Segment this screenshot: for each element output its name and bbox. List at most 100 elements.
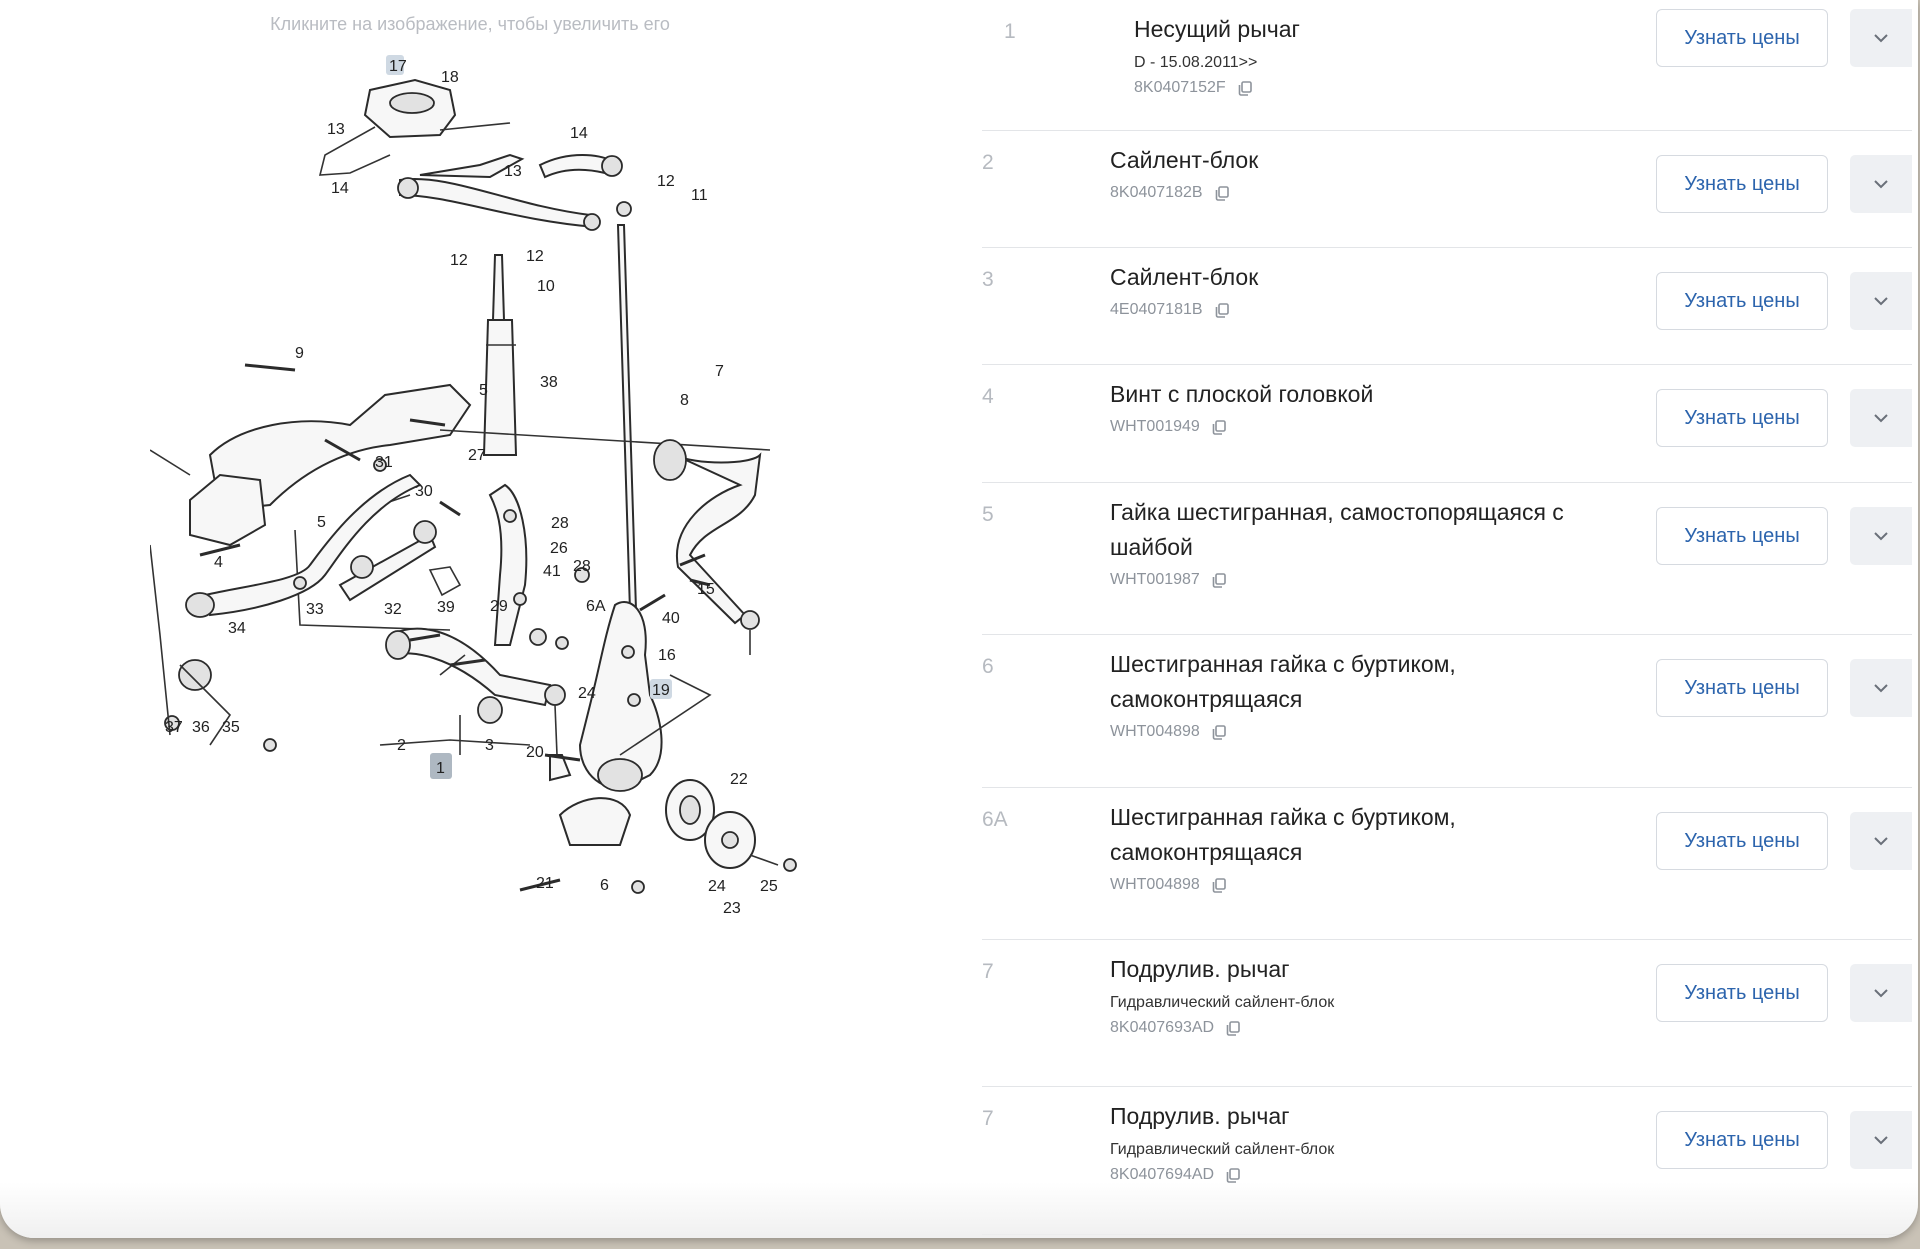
part-position: 3	[982, 268, 994, 291]
svg-text:13: 13	[327, 121, 345, 138]
part-name: Подрулив. рычаг	[1110, 1103, 1290, 1129]
expand-button[interactable]	[1850, 272, 1912, 330]
svg-text:12: 12	[450, 252, 468, 269]
get-prices-button[interactable]: Узнать цены	[1656, 389, 1828, 447]
svg-text:36: 36	[192, 719, 210, 736]
part-code: WHT001949	[1110, 418, 1200, 435]
svg-text:41: 41	[543, 563, 561, 580]
svg-text:7: 7	[715, 363, 724, 380]
copy-icon[interactable]	[1212, 419, 1226, 435]
part-name: Сайлент-блок	[1110, 264, 1259, 290]
copy-icon[interactable]	[1215, 302, 1229, 318]
part-info: Шестигранная гайка с буртиком, самоконтр…	[1110, 647, 1610, 741]
svg-text:38: 38	[540, 374, 558, 391]
svg-text:14: 14	[331, 180, 349, 197]
part-info: Шестигранная гайка с буртиком, самоконтр…	[1110, 800, 1610, 894]
get-prices-button[interactable]: Узнать цены	[1656, 507, 1828, 565]
get-prices-button[interactable]: Узнать цены	[1656, 659, 1828, 717]
svg-text:25: 25	[760, 878, 778, 895]
svg-text:21: 21	[536, 875, 554, 892]
svg-text:26: 26	[550, 540, 568, 557]
suspension-diagram[interactable]: 17 18 13 14 13 14 12 11 12 12 10 9 5 38 …	[150, 55, 800, 930]
svg-text:22: 22	[730, 771, 748, 788]
copy-icon[interactable]	[1212, 724, 1226, 740]
svg-text:31: 31	[375, 454, 393, 471]
svg-text:13: 13	[504, 163, 522, 180]
svg-text:15: 15	[697, 581, 715, 598]
svg-text:9: 9	[295, 345, 304, 362]
get-prices-button[interactable]: Узнать цены	[1656, 812, 1828, 870]
copy-icon[interactable]	[1212, 572, 1226, 588]
svg-text:29: 29	[490, 598, 508, 615]
svg-text:27: 27	[468, 447, 486, 464]
expand-button[interactable]	[1850, 1111, 1912, 1169]
copy-icon[interactable]	[1226, 1020, 1240, 1036]
svg-text:20: 20	[526, 744, 544, 761]
svg-text:17: 17	[389, 58, 407, 75]
svg-text:5: 5	[317, 514, 326, 531]
copy-icon[interactable]	[1212, 877, 1226, 893]
part-row: 7 Подрулив. рычаг Гидравлический сайлент…	[982, 1087, 1912, 1235]
part-name: Несущий рычаг	[1134, 16, 1300, 42]
part-name: Шестигранная гайка с буртиком, самоконтр…	[1110, 651, 1456, 712]
svg-text:1: 1	[436, 760, 445, 777]
svg-text:14: 14	[570, 125, 588, 142]
part-note: Гидравлический сайлент-блок	[1110, 1141, 1335, 1158]
part-name: Подрулив. рычаг	[1110, 956, 1290, 982]
svg-text:37: 37	[165, 719, 183, 736]
svg-text:8: 8	[680, 392, 689, 409]
copy-icon[interactable]	[1226, 1167, 1240, 1183]
svg-text:12: 12	[526, 248, 544, 265]
part-position: 2	[982, 151, 994, 174]
part-code: WHT004898	[1110, 723, 1200, 740]
svg-text:19: 19	[652, 682, 670, 699]
part-code: 8K0407182B	[1110, 184, 1203, 201]
get-prices-button[interactable]: Узнать цены	[1656, 155, 1828, 213]
part-name: Гайка шестигранная, самостопорящаяся с ш…	[1110, 499, 1564, 560]
chevron-down-icon	[1850, 33, 1912, 43]
svg-text:16: 16	[658, 647, 676, 664]
part-info: Несущий рычаг D - 15.08.2011>> 8K0407152…	[1134, 12, 1634, 97]
expand-button[interactable]	[1850, 155, 1912, 213]
part-name: Шестигранная гайка с буртиком, самоконтр…	[1110, 804, 1456, 865]
copy-icon[interactable]	[1215, 185, 1229, 201]
part-info: Сайлент-блок 4E0407181B	[1110, 260, 1610, 319]
svg-text:11: 11	[691, 187, 708, 204]
part-row: 4 Винт с плоской головкой WHT001949 Узна…	[982, 365, 1912, 483]
svg-text:30: 30	[415, 483, 433, 500]
svg-text:33: 33	[306, 601, 324, 618]
svg-text:3: 3	[485, 737, 494, 754]
diagram-panel: Кликните на изображение, чтобы увеличить…	[0, 0, 940, 1238]
get-prices-button[interactable]: Узнать цены	[1656, 272, 1828, 330]
part-position: 1	[1004, 20, 1016, 43]
part-position: 7	[982, 1107, 994, 1130]
svg-text:39: 39	[437, 599, 455, 616]
get-prices-button[interactable]: Узнать цены	[1656, 9, 1828, 67]
expand-button[interactable]	[1850, 389, 1912, 447]
svg-text:6: 6	[600, 877, 609, 894]
part-position: 7	[982, 960, 994, 983]
copy-icon[interactable]	[1238, 80, 1252, 96]
get-prices-button[interactable]: Узнать цены	[1656, 1111, 1828, 1169]
chevron-down-icon	[1850, 836, 1912, 846]
svg-text:12: 12	[657, 173, 675, 190]
expand-button[interactable]	[1850, 9, 1912, 67]
get-prices-button[interactable]: Узнать цены	[1656, 964, 1828, 1022]
svg-text:24: 24	[708, 878, 726, 895]
part-info: Винт с плоской головкой WHT001949	[1110, 377, 1610, 436]
expand-button[interactable]	[1850, 507, 1912, 565]
diagram-callouts: 17 18 13 14 13 14 12 11 12 12 10 9 5 38 …	[165, 58, 778, 917]
diagram-hint: Кликните на изображение, чтобы увеличить…	[270, 14, 670, 34]
svg-text:28: 28	[551, 515, 569, 532]
chevron-down-icon	[1850, 988, 1912, 998]
expand-button[interactable]	[1850, 812, 1912, 870]
part-info: Подрулив. рычаг Гидравлический сайлент-б…	[1110, 952, 1610, 1037]
expand-button[interactable]	[1850, 659, 1912, 717]
expand-button[interactable]	[1850, 964, 1912, 1022]
part-row: 5 Гайка шестигранная, самостопорящаяся с…	[982, 483, 1912, 635]
svg-text:4: 4	[214, 554, 223, 571]
parts-list: 1 Несущий рычаг D - 15.08.2011>> 8K04071…	[982, 0, 1912, 1235]
part-code: 8K0407152F	[1134, 79, 1226, 96]
chevron-down-icon	[1850, 179, 1912, 189]
